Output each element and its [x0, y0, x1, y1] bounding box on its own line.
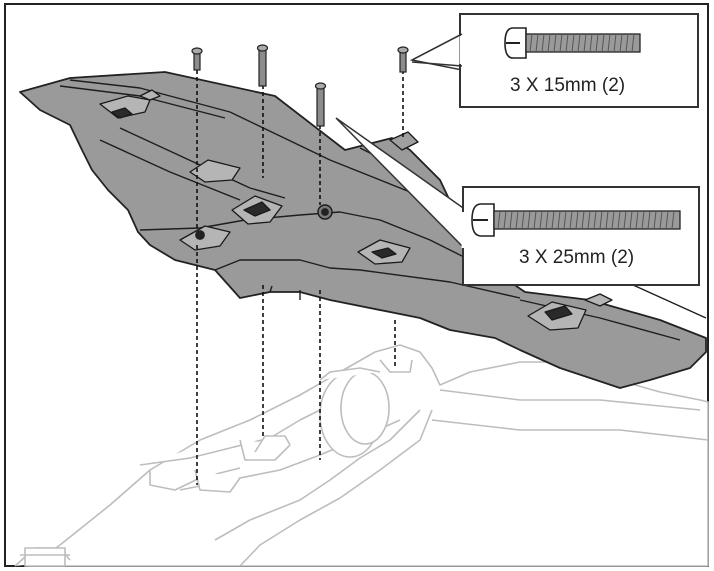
callout-25mm [335, 117, 700, 286]
servo-bay-center-left [189, 159, 241, 183]
screw-long-center [314, 82, 327, 127]
screw-long-left [191, 47, 203, 71]
wing [19, 71, 707, 389]
screw-25mm-label: 3 X 25mm (2) [519, 247, 635, 268]
screw-long-center-left [256, 44, 269, 87]
fuselage [14, 344, 709, 567]
servo-bay-mount [179, 225, 231, 251]
callout-15mm [409, 13, 699, 108]
screw-25mm-icon [471, 203, 681, 237]
screw-15mm-label: 3 X 15mm (2) [510, 75, 626, 96]
screws [191, 44, 409, 127]
wing-shape [19, 71, 707, 389]
screw-short-right [397, 46, 409, 73]
callout-box-25mm [462, 186, 700, 286]
alignment-lines [196, 70, 404, 485]
screw-15mm-icon [504, 27, 641, 59]
callout-box-15mm [459, 13, 699, 108]
